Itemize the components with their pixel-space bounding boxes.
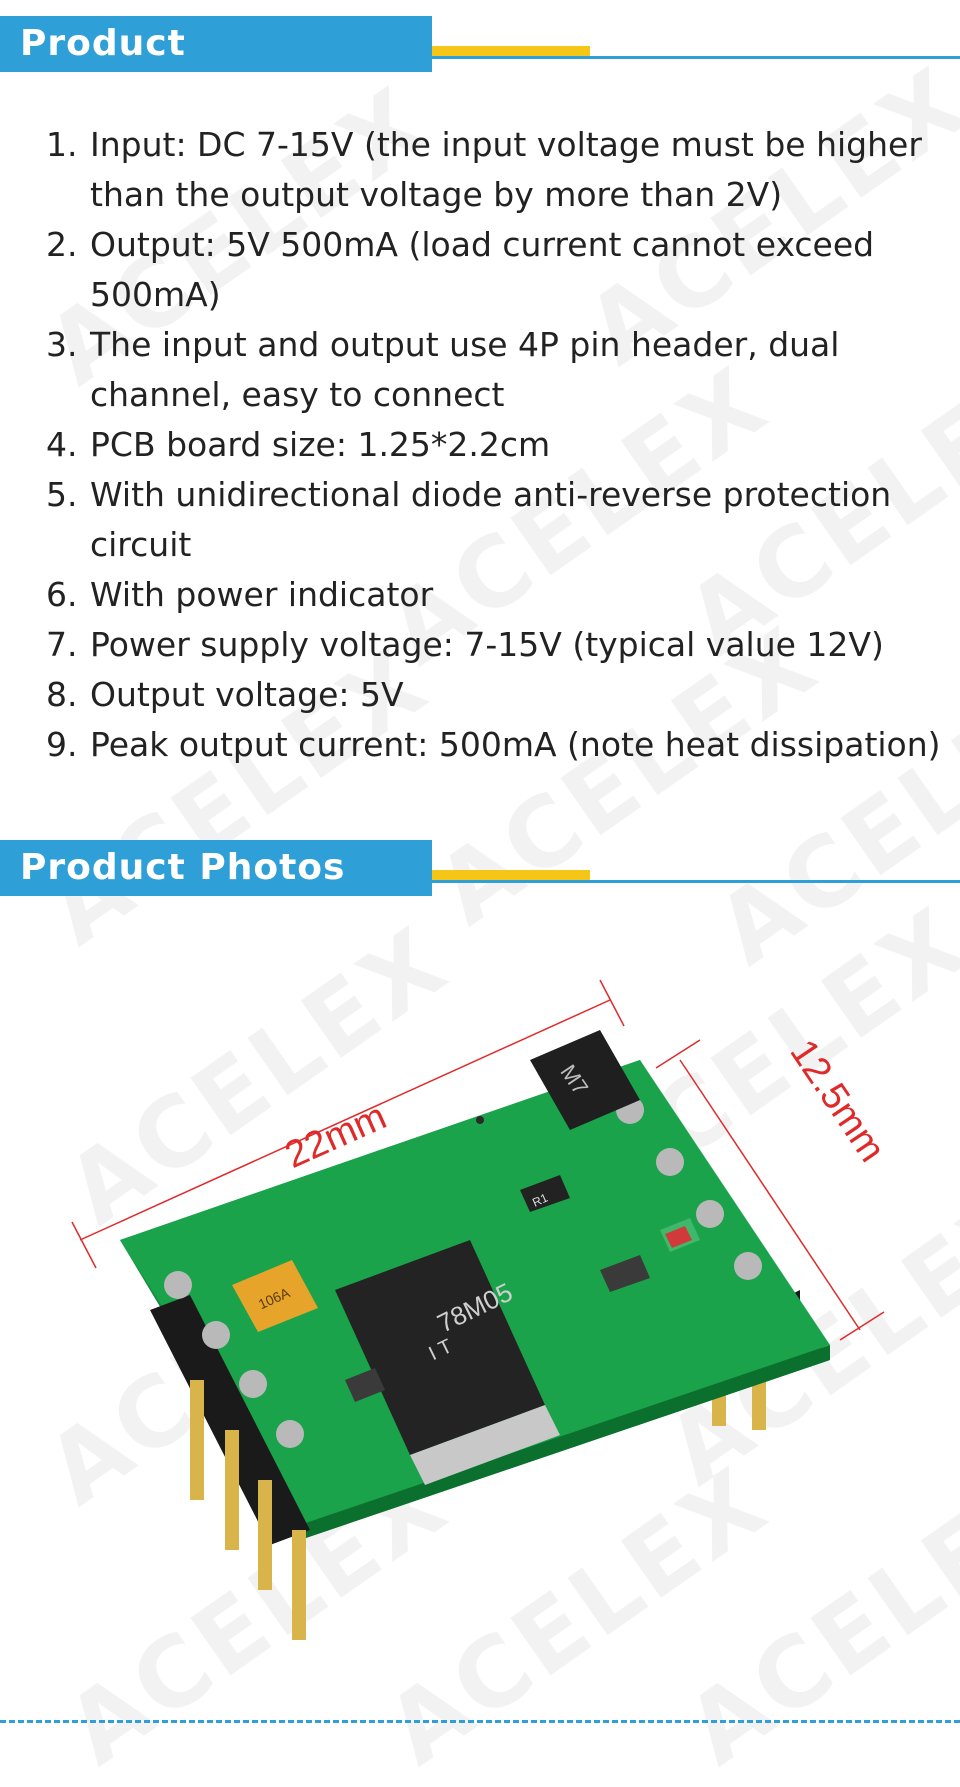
list-item: 4. PCB board size: 1.25*2.2cm — [46, 420, 946, 470]
item-number: 3. — [46, 325, 78, 364]
item-number: 5. — [46, 475, 78, 514]
item-text: PCB board size: 1.25*2.2cm — [90, 425, 551, 464]
header-rule — [432, 56, 960, 59]
item-text: The input and output use 4P pin header, … — [90, 325, 840, 414]
resistor: R1 — [345, 1175, 650, 1402]
item-text: With power indicator — [90, 575, 434, 614]
item-number: 9. — [46, 725, 78, 764]
accent-bar — [432, 46, 590, 56]
item-text: Peak output current: 500mA (note heat di… — [90, 725, 941, 764]
voltage-regulator: 78M05 I T — [335, 1240, 560, 1485]
list-item: 6. With power indicator — [46, 570, 946, 620]
item-text: With unidirectional diode anti-reverse p… — [90, 475, 892, 564]
diode: M7 — [530, 1030, 640, 1130]
pcb-module-illustration: 22mm 12.5mm — [71, 979, 894, 1640]
item-number: 4. — [46, 425, 78, 464]
accent-bar — [432, 870, 590, 880]
item-number: 2. — [46, 225, 78, 264]
list-item: 7. Power supply voltage: 7-15V (typical v… — [46, 620, 946, 670]
product-photos-header: Product Photos — [0, 840, 960, 896]
list-item: 3. The input and output use 4P pin header… — [46, 320, 946, 420]
list-item: 5. With unidirectional diode anti-reverse… — [46, 470, 946, 570]
item-number: 1. — [46, 125, 78, 164]
section-title: Product description — [0, 16, 432, 120]
header-rule — [432, 880, 960, 883]
power-led — [660, 1218, 700, 1252]
capacitor: 106A — [232, 1260, 318, 1332]
item-text: Output voltage: 5V — [90, 675, 404, 714]
item-text: Output: 5V 500mA (load current cannot ex… — [90, 225, 875, 314]
list-item: 2. Output: 5V 500mA (load current cannot … — [46, 220, 946, 320]
pin-header-left — [150, 1271, 310, 1640]
section-title: Product Photos — [0, 840, 432, 896]
width-label: 12.5mm — [782, 1032, 894, 1169]
product-photo: 22mm 12.5mm — [0, 940, 960, 1720]
item-number: 8. — [46, 675, 78, 714]
item-number: 6. — [46, 575, 78, 614]
bottom-divider — [0, 1720, 960, 1723]
item-text: Input: DC 7-15V (the input voltage must … — [90, 125, 922, 214]
resistor-marking: R1 — [530, 1191, 550, 1210]
list-item: 8. Output voltage: 5V — [46, 670, 946, 720]
description-list: 1. Input: DC 7-15V (the input voltage mus… — [46, 120, 946, 770]
item-text: Power supply voltage: 7-15V (typical val… — [90, 625, 884, 664]
list-item: 1. Input: DC 7-15V (the input voltage mus… — [46, 120, 946, 220]
list-item: 9. Peak output current: 500mA (note heat … — [46, 720, 946, 770]
item-number: 7. — [46, 625, 78, 664]
via — [476, 1116, 484, 1124]
product-description-header: Product description — [0, 16, 960, 120]
